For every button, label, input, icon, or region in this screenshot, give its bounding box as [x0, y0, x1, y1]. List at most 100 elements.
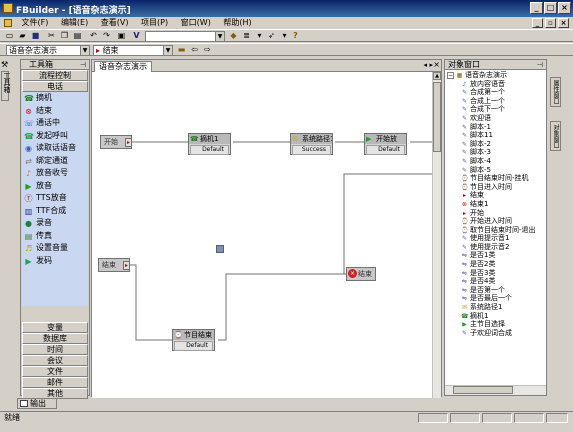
new-file-icon[interactable]: ▭: [5, 31, 14, 40]
tree-item[interactable]: ✎使用提示音2: [445, 243, 546, 252]
redo-icon[interactable]: ↷: [103, 31, 110, 40]
pointer-icon[interactable]: ➶: [268, 31, 275, 40]
validate-icon[interactable]: V: [133, 31, 140, 40]
object-window-tab[interactable]: 对象窗口: [550, 121, 561, 151]
toolbox-item[interactable]: ☎摘机: [22, 92, 88, 105]
category-mail[interactable]: 邮件: [22, 377, 88, 388]
menu-edit[interactable]: 编辑(E): [60, 18, 89, 27]
tree-item[interactable]: ⌚取节目结束时间-退出: [445, 226, 546, 235]
cut-icon[interactable]: ✂: [48, 31, 55, 40]
tree-item[interactable]: ▸结束: [445, 191, 546, 200]
open-folder-icon[interactable]: ▰: [19, 31, 26, 40]
category-time[interactable]: 时间: [22, 344, 88, 355]
node-combo[interactable]: ▸ 结束▼: [93, 45, 173, 56]
toolbox-item[interactable]: ▤传真: [22, 230, 88, 243]
tree-item[interactable]: ✎脚本-1: [445, 123, 546, 132]
help-icon[interactable]: ?: [293, 31, 298, 40]
category-conference[interactable]: 会议: [22, 355, 88, 366]
menu-help[interactable]: 帮助(H): [223, 18, 252, 27]
tab-scroll-right-icon[interactable]: ▸: [429, 61, 433, 69]
undo-icon[interactable]: ↶: [90, 31, 97, 40]
paste-icon[interactable]: ▤: [73, 31, 82, 40]
tree-item[interactable]: ♪放内容语音: [445, 80, 546, 89]
tree-item[interactable]: ✎脚本-2: [445, 140, 546, 149]
forward-icon[interactable]: ⇨: [204, 45, 211, 54]
tree-item[interactable]: ☎摘机1: [445, 312, 546, 321]
window-icon[interactable]: ▣: [117, 31, 126, 40]
category-phone[interactable]: 电话: [22, 81, 88, 92]
tree-item[interactable]: ✎脚本-5: [445, 166, 546, 175]
back-icon[interactable]: ⇦: [191, 45, 198, 54]
search-combo[interactable]: ▼: [145, 31, 225, 42]
maximize-button[interactable]: □: [544, 2, 557, 14]
pin-icon[interactable]: ⊣: [79, 61, 86, 69]
category-database[interactable]: 数据库: [22, 333, 88, 344]
tree-item[interactable]: ✎合成上一个: [445, 97, 546, 106]
toolbox-item[interactable]: ⇄绑定通道: [22, 155, 88, 168]
object-pin-icon[interactable]: ⊣: [536, 61, 543, 69]
toolbox-item[interactable]: ▶放音: [22, 180, 88, 193]
tree-item[interactable]: ✎欢迎语: [445, 114, 546, 123]
selection-handle-icon[interactable]: [216, 245, 224, 253]
category-flow-control[interactable]: 流程控制: [22, 70, 88, 81]
tree-item[interactable]: ⇋是否第一个: [445, 286, 546, 295]
close-button[interactable]: ×: [558, 2, 571, 14]
tree-item[interactable]: ✎合成第一个: [445, 88, 546, 97]
tree-item[interactable]: ✉系统路径1: [445, 303, 546, 312]
tree-item[interactable]: ✎合成下一个: [445, 105, 546, 114]
menu-window[interactable]: 窗口(W): [180, 18, 211, 27]
save-icon[interactable]: ■: [31, 31, 40, 40]
project-combo[interactable]: 语音杂志演示▼: [6, 45, 90, 56]
tree-item[interactable]: ▶主节目选择: [445, 320, 546, 329]
dropdown2-icon[interactable]: ▾: [282, 31, 287, 40]
hscroll-thumb[interactable]: [453, 386, 513, 394]
scroll-thumb[interactable]: [433, 82, 441, 152]
tree-item[interactable]: ✎脚本11: [445, 131, 546, 140]
toolbox-item[interactable]: ♬设置音量: [22, 242, 88, 255]
tree-item[interactable]: ✎脚本-4: [445, 157, 546, 166]
tree-item[interactable]: ⊗结束1: [445, 200, 546, 209]
tree-item[interactable]: ✎使用提示音1: [445, 234, 546, 243]
tree-item[interactable]: ✎子欢迎词合成: [445, 329, 546, 338]
tree-item[interactable]: ⇋是否1类: [445, 251, 546, 260]
tree-item[interactable]: ⌚节目结束时间-挂机: [445, 174, 546, 183]
tab-scroll-left-icon[interactable]: ◂: [423, 61, 427, 69]
copy-icon[interactable]: ❐: [60, 31, 69, 40]
toolbox-item[interactable]: ⊗结束: [22, 105, 88, 118]
object-horizontal-scrollbar[interactable]: [445, 385, 546, 395]
menu-file[interactable]: 文件(F): [21, 18, 49, 27]
minimize-button[interactable]: _: [530, 2, 543, 14]
scroll-up-icon[interactable]: ▲: [433, 72, 441, 80]
menu-project[interactable]: 项目(P): [141, 18, 169, 27]
toolbox-item[interactable]: ☏通话中: [22, 117, 88, 130]
toolbox-item[interactable]: ▥TTF合成: [22, 205, 88, 218]
tree-root[interactable]: −▦语音杂志演示: [445, 71, 546, 80]
find-icon[interactable]: ◆: [230, 31, 237, 40]
mdi-minimize-button[interactable]: _: [532, 18, 543, 28]
tree-item[interactable]: ⌚开始进入时间: [445, 217, 546, 226]
mdi-restore-button[interactable]: ▫: [545, 18, 556, 28]
canvas-vertical-scrollbar[interactable]: ▲: [432, 72, 441, 398]
flow-canvas[interactable]: 开始 ▸ ☎摘机1 Default ✉系统路径1 Success ▶开始放 De…: [92, 72, 433, 398]
tree-item[interactable]: ⇋是否3类: [445, 269, 546, 278]
start-node[interactable]: 开始 ▸: [100, 135, 132, 149]
tab-voice-magazine[interactable]: 语音杂志演示: [94, 61, 152, 72]
toolbox-item[interactable]: ◉读取话语音: [22, 142, 88, 155]
end-node[interactable]: 结束 ▸: [98, 258, 130, 272]
tree-item[interactable]: ⇋是否最后一个: [445, 294, 546, 303]
tree-item[interactable]: ✎脚本-3: [445, 148, 546, 157]
format-icon[interactable]: ≣: [243, 31, 250, 40]
tree-item[interactable]: ▸开始: [445, 209, 546, 218]
tab-close-icon[interactable]: ×: [433, 60, 440, 69]
collapse-icon[interactable]: −: [447, 72, 454, 79]
pickup-block[interactable]: ☎摘机1 Default: [188, 133, 231, 155]
tree-item[interactable]: ⇋是否2类: [445, 260, 546, 269]
system-path-block[interactable]: ✉系统路径1 Success: [290, 133, 333, 155]
tree-item[interactable]: ⌚节目进入时间: [445, 183, 546, 192]
dropdown-icon[interactable]: ▾: [257, 31, 262, 40]
toolbox-item[interactable]: ●录音: [22, 217, 88, 230]
toolbox-item[interactable]: ☎发起呼叫: [22, 130, 88, 143]
tree-item[interactable]: ⇋是否4类: [445, 277, 546, 286]
toolbox-item[interactable]: ♪放音收号: [22, 167, 88, 180]
